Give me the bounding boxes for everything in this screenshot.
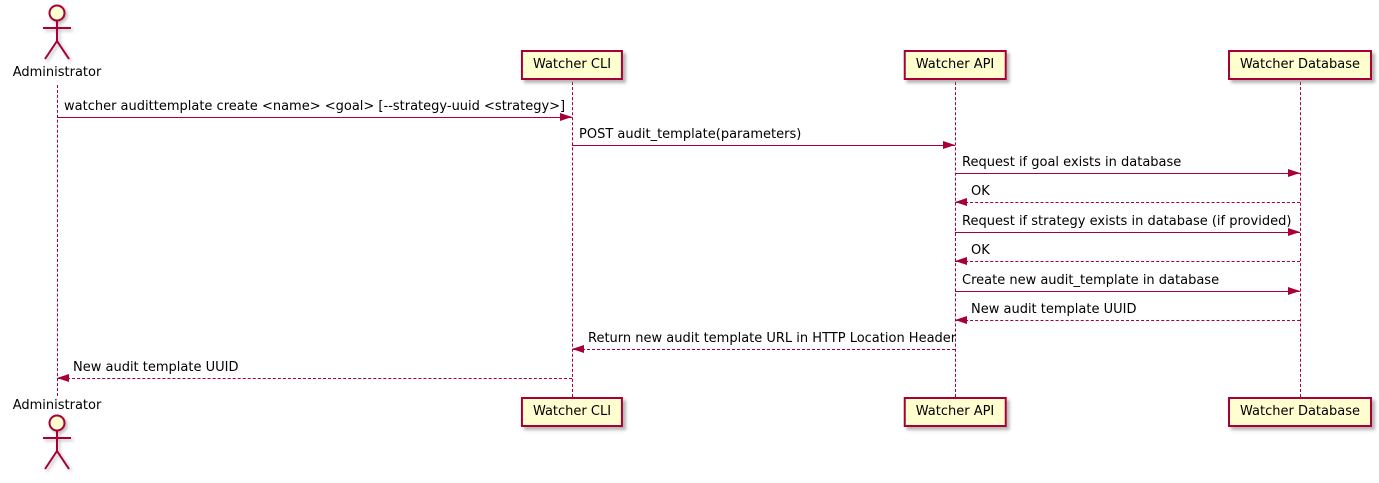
arrowhead-icon <box>1288 287 1300 295</box>
message-label: OK <box>971 184 990 199</box>
arrowhead-icon <box>955 257 967 265</box>
message-label: Request if goal exists in database <box>962 155 1182 170</box>
administrator-label-top: Administrator <box>12 65 102 80</box>
message-line <box>955 173 1300 174</box>
lifeline-watcher-database <box>1300 82 1301 397</box>
administrator-label-bottom: Administrator <box>12 398 102 413</box>
message-label: POST audit_template(parameters) <box>579 127 802 142</box>
participant-watcher-api-bottom: Watcher API <box>903 397 1007 427</box>
message-line <box>955 261 1300 262</box>
message-label: OK <box>971 243 990 258</box>
lifeline-watcher-cli <box>572 82 573 397</box>
message-label: New audit template UUID <box>73 360 239 375</box>
message-line <box>955 202 1300 203</box>
message-label: Return new audit template URL in HTTP Lo… <box>588 331 957 346</box>
message-label: watcher audittemplate create <name> <goa… <box>64 99 566 114</box>
message-label: Request if strategy exists in database (… <box>962 214 1292 229</box>
message-line <box>955 320 1300 321</box>
administrator-actor-icon <box>43 4 71 60</box>
message-line <box>57 117 572 118</box>
lifeline-administrator <box>57 85 58 396</box>
participant-watcher-database-bottom: Watcher Database <box>1228 397 1372 427</box>
lifeline-watcher-api <box>955 82 956 397</box>
arrowhead-icon <box>57 374 69 382</box>
message-line <box>955 232 1300 233</box>
arrowhead-icon <box>1288 169 1300 177</box>
arrowhead-icon <box>943 141 955 149</box>
arrowhead-icon <box>955 198 967 206</box>
participant-watcher-cli-top: Watcher CLI <box>520 50 624 80</box>
arrowhead-icon <box>955 316 967 324</box>
administrator-actor-icon-bottom <box>43 414 71 470</box>
participant-watcher-api-top: Watcher API <box>903 50 1007 80</box>
arrowhead-icon <box>1288 228 1300 236</box>
message-line <box>57 378 572 379</box>
arrowhead-icon <box>572 345 584 353</box>
message-label: New audit template UUID <box>971 302 1137 317</box>
arrowhead-icon <box>560 113 572 121</box>
participant-watcher-database-top: Watcher Database <box>1228 50 1372 80</box>
message-line <box>955 291 1300 292</box>
message-label: Create new audit_template in database <box>962 273 1220 288</box>
participant-watcher-cli-bottom: Watcher CLI <box>520 397 624 427</box>
message-line <box>572 145 955 146</box>
message-line <box>572 349 955 350</box>
